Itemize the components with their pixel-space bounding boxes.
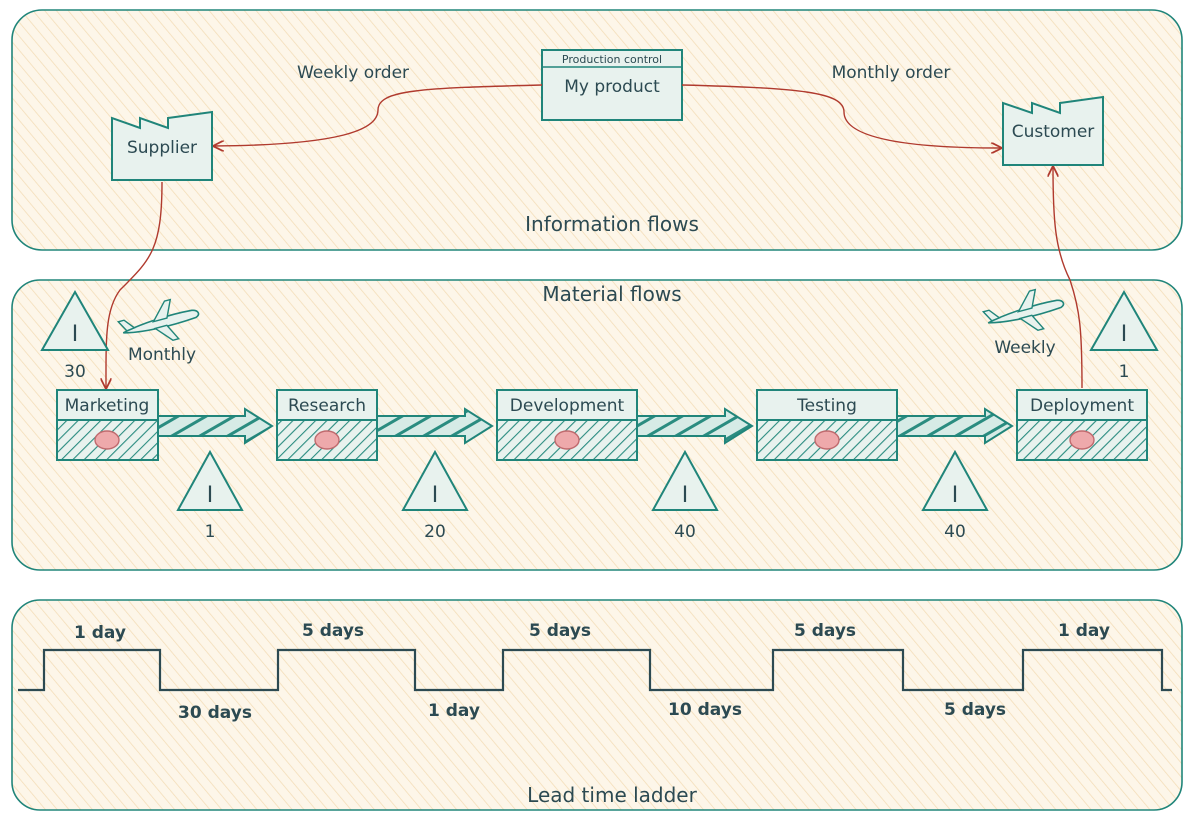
process-marketing[interactable]: Marketing xyxy=(56,389,159,461)
process-label: Deployment xyxy=(1030,396,1134,416)
operator-icon xyxy=(1069,430,1095,450)
process-label: Marketing xyxy=(65,396,150,416)
process-development[interactable]: Development xyxy=(496,389,638,461)
lead-time-ladder-title: Lead time ladder xyxy=(527,783,697,807)
process-label: Research xyxy=(288,396,366,416)
svg-text:I: I xyxy=(1121,322,1128,347)
inventory-left-value: 30 xyxy=(64,362,86,382)
push-arrow xyxy=(376,407,494,445)
ladder-top-label: 5 days xyxy=(302,621,364,641)
monthly-order-label: Monthly order xyxy=(832,63,951,83)
weekly-shipment-label: Weekly xyxy=(994,338,1055,358)
push-arrow xyxy=(157,407,274,445)
inventory-triangle: I xyxy=(921,449,989,511)
process-label: Testing xyxy=(796,396,857,416)
ladder-bottom-label: 1 day xyxy=(428,701,480,721)
inventory-value: 40 xyxy=(674,522,696,542)
inventory-triangle-left: I xyxy=(40,289,110,351)
airplane-icon xyxy=(116,298,200,342)
operator-icon xyxy=(554,430,580,450)
operator-icon xyxy=(314,430,340,450)
ladder-bottom-label: 30 days xyxy=(178,703,252,723)
monthly-order-arrow xyxy=(681,84,1001,148)
material-flows-title: Material flows xyxy=(542,282,681,306)
push-arrow xyxy=(636,407,754,445)
ladder-top-label: 1 day xyxy=(1058,621,1110,641)
operator-icon xyxy=(814,430,840,450)
ladder-top-label: 5 days xyxy=(529,621,591,641)
ladder-top-label: 5 days xyxy=(794,621,856,641)
airplane-icon xyxy=(981,288,1065,332)
deployment-to-customer-arrow xyxy=(1053,167,1083,389)
customer-label: Customer xyxy=(1012,122,1095,142)
information-flows-panel xyxy=(11,9,1183,251)
process-deployment[interactable]: Deployment xyxy=(1016,389,1148,461)
process-testing[interactable]: Testing xyxy=(756,389,898,461)
process-label: Development xyxy=(510,396,625,416)
supplier-factory[interactable]: Supplier xyxy=(111,110,213,181)
ladder-bottom-label: 10 days xyxy=(668,700,742,720)
ladder-bottom-label: 5 days xyxy=(944,700,1006,720)
ladder-top-label: 1 day xyxy=(74,623,126,643)
inventory-triangle: I xyxy=(401,449,469,511)
information-flows-title: Information flows xyxy=(525,212,699,236)
inventory-value: 40 xyxy=(944,522,966,542)
svg-text:I: I xyxy=(952,483,959,508)
operator-icon xyxy=(94,430,120,450)
production-control-box[interactable]: Production control My product xyxy=(541,49,683,121)
supplier-label: Supplier xyxy=(127,138,197,158)
svg-text:I: I xyxy=(432,483,439,508)
weekly-order-label: Weekly order xyxy=(297,63,409,83)
svg-text:I: I xyxy=(72,322,79,347)
svg-text:I: I xyxy=(207,483,214,508)
monthly-shipment-label: Monthly xyxy=(128,345,196,365)
inventory-triangle-right: I xyxy=(1089,289,1159,351)
inventory-value: 1 xyxy=(205,522,216,542)
inventory-triangle: I xyxy=(651,449,719,511)
process-research[interactable]: Research xyxy=(276,389,378,461)
inventory-right-value: 1 xyxy=(1119,362,1130,382)
lead-time-ladder-line xyxy=(18,648,1172,692)
inventory-value: 20 xyxy=(424,522,446,542)
inventory-triangle: I xyxy=(176,449,244,511)
svg-text:I: I xyxy=(682,483,689,508)
lead-time-ladder-panel xyxy=(11,599,1183,811)
production-control-name: My product xyxy=(564,77,660,97)
customer-factory[interactable]: Customer xyxy=(1002,95,1104,166)
weekly-order-arrow xyxy=(214,84,543,146)
push-arrow xyxy=(896,407,1014,445)
production-control-header: Production control xyxy=(562,53,662,66)
